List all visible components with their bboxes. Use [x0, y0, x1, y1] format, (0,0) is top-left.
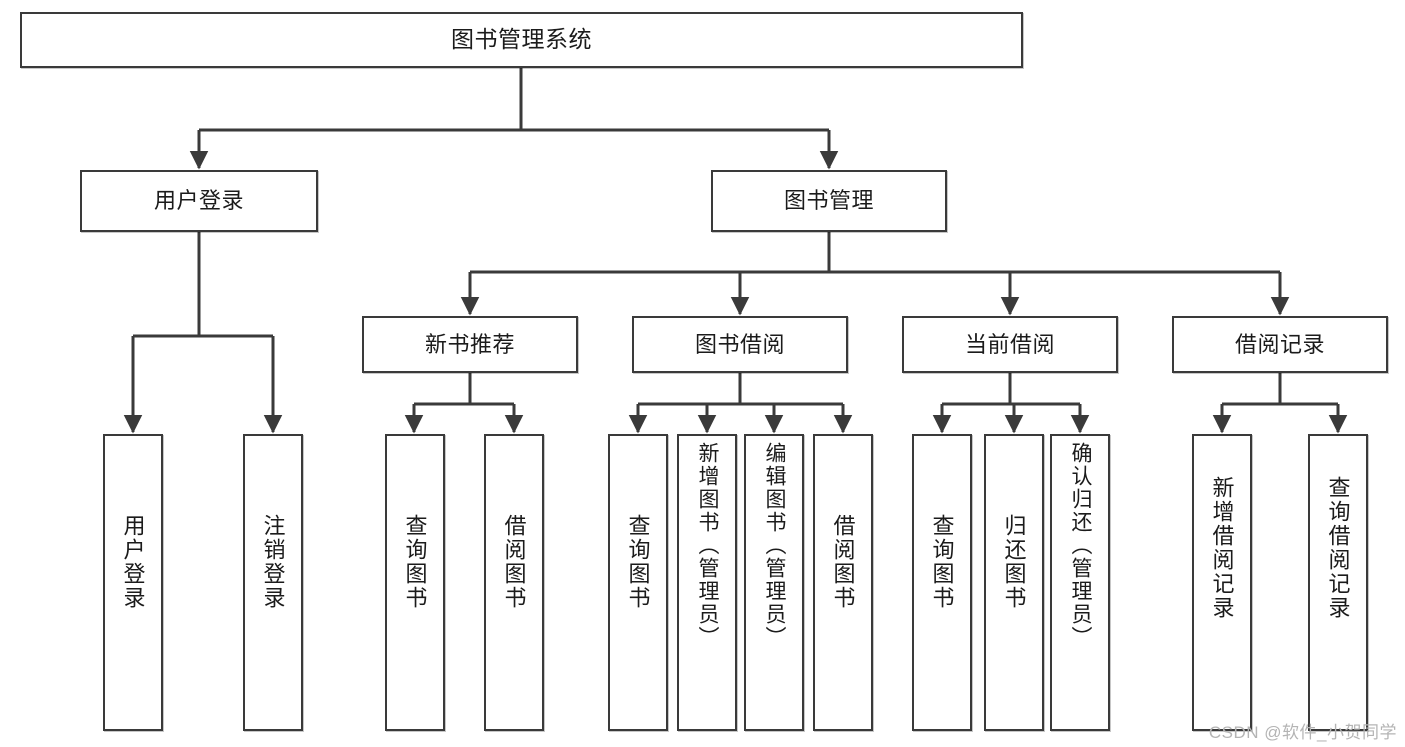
node-leaf-08[interactable]: 借阅图书 — [813, 434, 873, 731]
node-leaf-13-label: 查询借阅记录 — [1325, 476, 1351, 620]
node-leaf-04[interactable]: 借阅图书 — [484, 434, 544, 731]
node-leaf-04-label: 借阅图书 — [501, 514, 527, 610]
node-leaf-03-label: 查询图书 — [402, 514, 428, 610]
node-leaf-11[interactable]: 确认归还（管理员） — [1050, 434, 1110, 731]
node-leaf-07[interactable]: 编辑图书（管理员） — [744, 434, 804, 731]
node-leaf-02[interactable]: 注销登录 — [243, 434, 303, 731]
node-leaf-07-label: 编辑图书（管理员） — [763, 442, 787, 649]
node-root[interactable]: 图书管理系统 — [20, 12, 1023, 68]
node-leaf-09-label: 查询图书 — [929, 514, 955, 610]
node-leaf-09[interactable]: 查询图书 — [912, 434, 972, 731]
node-new-book-rec-label: 新书推荐 — [424, 331, 515, 357]
node-leaf-12[interactable]: 新增借阅记录 — [1192, 434, 1252, 731]
node-leaf-12-label: 新增借阅记录 — [1209, 476, 1235, 620]
node-leaf-05[interactable]: 查询图书 — [608, 434, 668, 731]
node-book-mgmt-label: 图书管理 — [783, 188, 874, 214]
node-root-label: 图书管理系统 — [451, 26, 592, 53]
node-borrow-log-label: 借阅记录 — [1234, 331, 1325, 357]
node-book-borrow[interactable]: 图书借阅 — [632, 316, 848, 373]
node-leaf-08-label: 借阅图书 — [830, 514, 856, 610]
node-cur-borrow-label: 当前借阅 — [964, 331, 1055, 357]
watermark: CSDN @软件_小贺同学 — [1208, 723, 1397, 742]
node-borrow-log[interactable]: 借阅记录 — [1172, 316, 1388, 373]
node-user-login[interactable]: 用户登录 — [80, 170, 318, 232]
node-leaf-13[interactable]: 查询借阅记录 — [1308, 434, 1368, 731]
node-leaf-02-label: 注销登录 — [260, 514, 286, 610]
node-cur-borrow[interactable]: 当前借阅 — [902, 316, 1118, 373]
node-new-book-rec[interactable]: 新书推荐 — [362, 316, 578, 373]
node-leaf-06[interactable]: 新增图书（管理员） — [677, 434, 737, 731]
node-user-login-label: 用户登录 — [153, 188, 244, 214]
node-leaf-10[interactable]: 归还图书 — [984, 434, 1044, 731]
node-leaf-03[interactable]: 查询图书 — [385, 434, 445, 731]
node-leaf-01[interactable]: 用户登录 — [103, 434, 163, 731]
node-book-mgmt[interactable]: 图书管理 — [711, 170, 947, 232]
node-leaf-11-label: 确认归还（管理员） — [1069, 442, 1093, 649]
node-leaf-05-label: 查询图书 — [625, 514, 651, 610]
node-leaf-01-label: 用户登录 — [120, 514, 146, 610]
node-book-borrow-label: 图书借阅 — [694, 331, 785, 357]
node-leaf-06-label: 新增图书（管理员） — [696, 442, 720, 649]
node-leaf-10-label: 归还图书 — [1001, 514, 1027, 610]
